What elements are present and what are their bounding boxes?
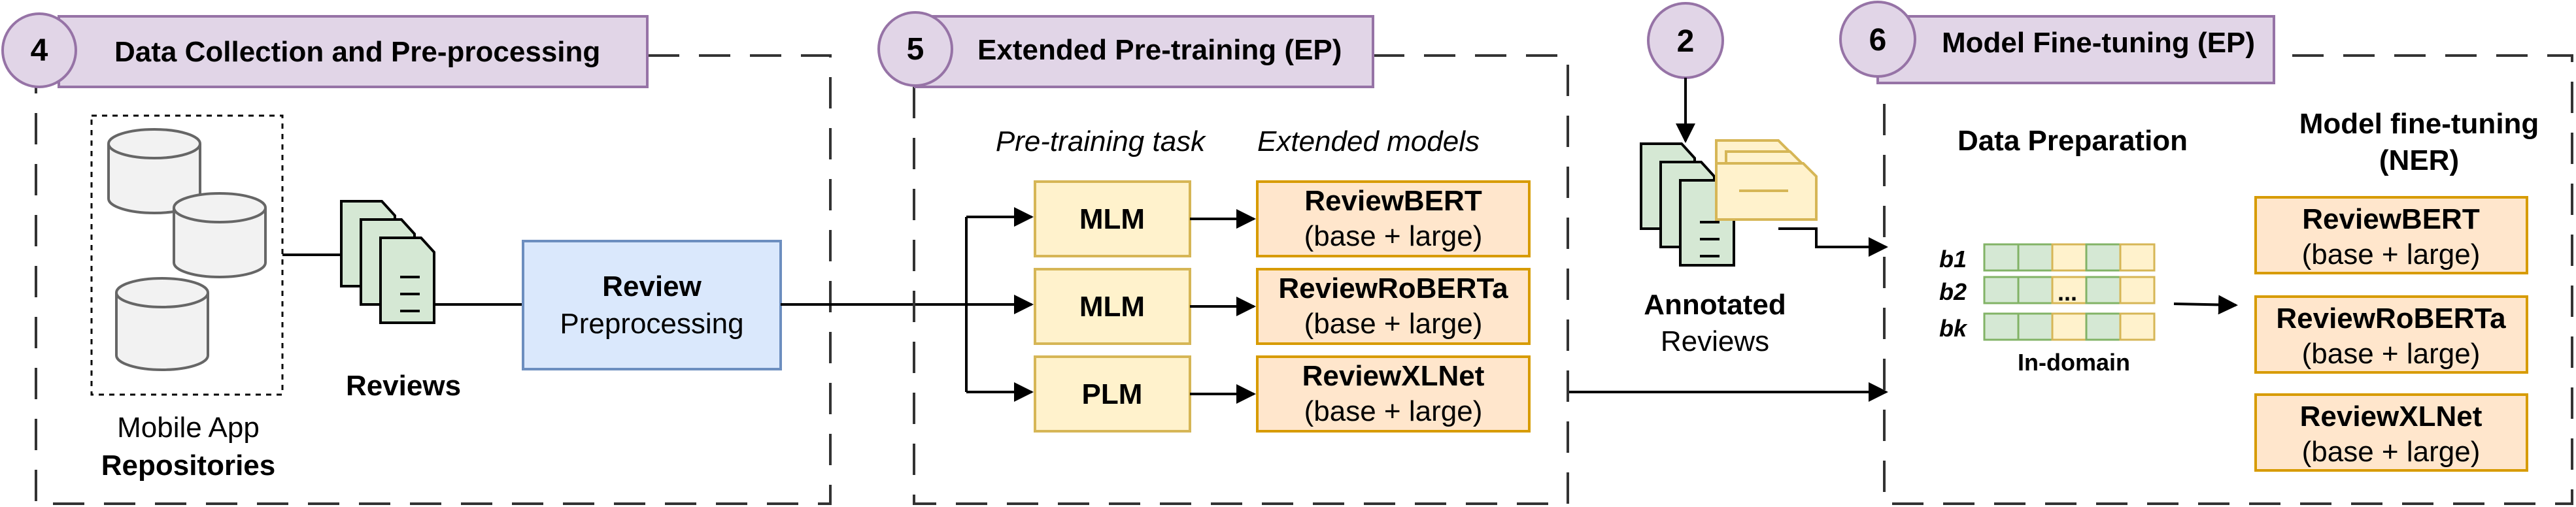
extended-model-name: ReviewBERT <box>1304 185 1482 217</box>
batch-cell <box>2119 276 2156 304</box>
extended-model: ReviewRoBERTa (base + large) <box>1256 268 1531 345</box>
batch-cell <box>2119 312 2156 341</box>
in-domain-label: In-domain <box>2018 349 2130 376</box>
repositories-label-line1: Mobile App <box>117 412 260 444</box>
stage-annotation: 2 Annotated Reviews <box>1569 2 1888 402</box>
batch-cell <box>2051 312 2088 341</box>
stage-collection-header <box>58 15 649 88</box>
stage-finetuning-title: Model Fine-tuning (EP) <box>1942 27 2255 59</box>
batch-cell <box>2085 312 2122 341</box>
reviews-label: Reviews <box>346 370 461 402</box>
pretraining-task-list: MLM MLM PLM <box>1034 180 1256 433</box>
extended-model: ReviewXLNet(base + large) <box>1256 355 1531 433</box>
finetuned-model-box <box>2254 393 2528 472</box>
stage-collection: 4 Data Collection and Pre-processing Mob… <box>1 12 832 505</box>
extended-model-name: ReviewRoBERTa <box>1278 272 1508 304</box>
finetuned-model-variant: (base + large) <box>2302 238 2481 270</box>
finetuned-model: ReviewXLNet(base + large) <box>2254 393 2528 472</box>
batch-ellipsis: ... <box>2058 279 2077 306</box>
flow-arrow <box>1778 227 1888 257</box>
stage-finetuning-number: 6 <box>1869 23 1887 57</box>
batch-cell <box>2051 243 2088 272</box>
database-icon <box>115 277 209 371</box>
batch-cell <box>2085 276 2122 304</box>
stage-pretraining-header <box>914 15 1374 88</box>
extended-model-list: ReviewBERT(base + large)ReviewRoBERTa(ba… <box>1256 180 1531 433</box>
stage-finetuning-frame <box>1883 54 2573 505</box>
extended-model-box <box>1256 180 1531 257</box>
batch-label: b1 <box>1939 246 1967 272</box>
stage-pretraining-badge <box>877 11 953 87</box>
model-finetuning-heading-line1: Model fine-tuning <box>2299 108 2539 140</box>
annotated-label-line1: Annotated <box>1644 289 1786 321</box>
extended-model-box <box>1256 355 1531 433</box>
batch-row: b1 <box>1939 243 2156 272</box>
stage-finetuning: 6 Model Fine-tuning (EP) Data Preparatio… <box>1839 1 2573 505</box>
pretraining-task: MLM <box>1034 180 1256 257</box>
batch-label: b2 <box>1939 278 1967 305</box>
finetuned-model-variant: (base + large) <box>2302 436 2481 468</box>
batch-cell <box>1983 312 2020 341</box>
extended-model: ReviewBERT(base + large) <box>1256 180 1531 257</box>
batch-cell <box>2119 243 2156 272</box>
repositories-frame <box>90 114 284 396</box>
pretraining-task-box <box>1034 268 1191 345</box>
pretraining-task-label: MLM <box>1079 203 1145 235</box>
pretraining-task-label: PLM <box>1082 378 1143 410</box>
pretraining-task: MLM <box>1034 268 1256 345</box>
finetuned-model: ReviewBERT(base + large) <box>2254 196 2528 274</box>
batch-row: b2 <box>1939 276 2156 305</box>
batch-grid: b1 b2 bk <box>1939 243 2156 342</box>
stage-pretraining-title: Extended Pre-training (EP) <box>977 34 1342 66</box>
stage-pretraining: 5 Extended Pre-training (EP) Pre-trainin… <box>877 11 1569 505</box>
preprocessing-label-line2: Preprocessing <box>560 308 743 340</box>
finetuned-model: ReviewRoBERTa(base + large) <box>2254 295 2528 374</box>
database-icon <box>173 192 267 278</box>
batch-cell <box>2017 243 2054 272</box>
batch-row: bk <box>1939 312 2156 342</box>
model-finetuning-heading-line2: (NER) <box>2379 144 2459 176</box>
annotated-label-line2: Reviews <box>1661 325 1769 357</box>
finetuned-model-list: ReviewBERT(base + large)ReviewRoBERTa(ba… <box>2254 196 2528 472</box>
extended-models-heading: Extended models <box>1257 125 1480 157</box>
batch-cell <box>2017 312 2054 341</box>
batch-cell <box>2085 243 2122 272</box>
extended-model-box <box>1256 268 1531 345</box>
batch-cell <box>2051 276 2088 304</box>
finetuned-model-name: ReviewXLNet <box>2300 401 2483 433</box>
flow-arrow <box>2173 295 2238 315</box>
data-preparation-heading: Data Preparation <box>1957 125 2188 157</box>
preprocessing-box <box>522 240 782 370</box>
stage-finetuning-badge <box>1839 1 1916 78</box>
finetuned-model-name: ReviewRoBERTa <box>2276 303 2506 335</box>
reviews-document-icon <box>340 200 435 324</box>
extended-model-variant: (base + large) <box>1304 308 1483 340</box>
annotated-reviews-document-icon <box>1640 139 1818 267</box>
preprocessing-label-line1: Review <box>602 270 702 303</box>
pretraining-task-heading: Pre-training task <box>996 125 1206 157</box>
extended-model-variant: (base + large) <box>1304 220 1483 252</box>
finetuned-model-name: ReviewBERT <box>2302 203 2480 235</box>
stage-collection-frame <box>35 54 832 505</box>
stage-pretraining-number: 5 <box>907 32 924 67</box>
batch-cell <box>1983 276 2020 304</box>
batch-cell <box>2017 276 2054 304</box>
finetuned-model-box <box>2254 196 2528 274</box>
repositories-label-line2: Repositories <box>101 450 276 482</box>
stage-collection-title: Data Collection and Pre-processing <box>114 36 600 68</box>
pretraining-task-label: MLM <box>1079 291 1145 323</box>
stage-collection-badge <box>1 12 77 88</box>
finetuned-model-box <box>2254 295 2528 374</box>
pretraining-task: PLM <box>1034 355 1256 433</box>
extended-model-variant: (base + large) <box>1304 395 1483 427</box>
batch-label: bk <box>1939 315 1968 342</box>
stage-annotation-number: 2 <box>1677 24 1695 59</box>
stage-collection-number: 4 <box>31 33 48 68</box>
extended-model-name: ReviewXLNet <box>1302 360 1485 392</box>
pretraining-task-box <box>1034 180 1191 257</box>
finetuned-model-variant: (base + large) <box>2302 338 2481 370</box>
batch-cell <box>1983 243 2020 272</box>
